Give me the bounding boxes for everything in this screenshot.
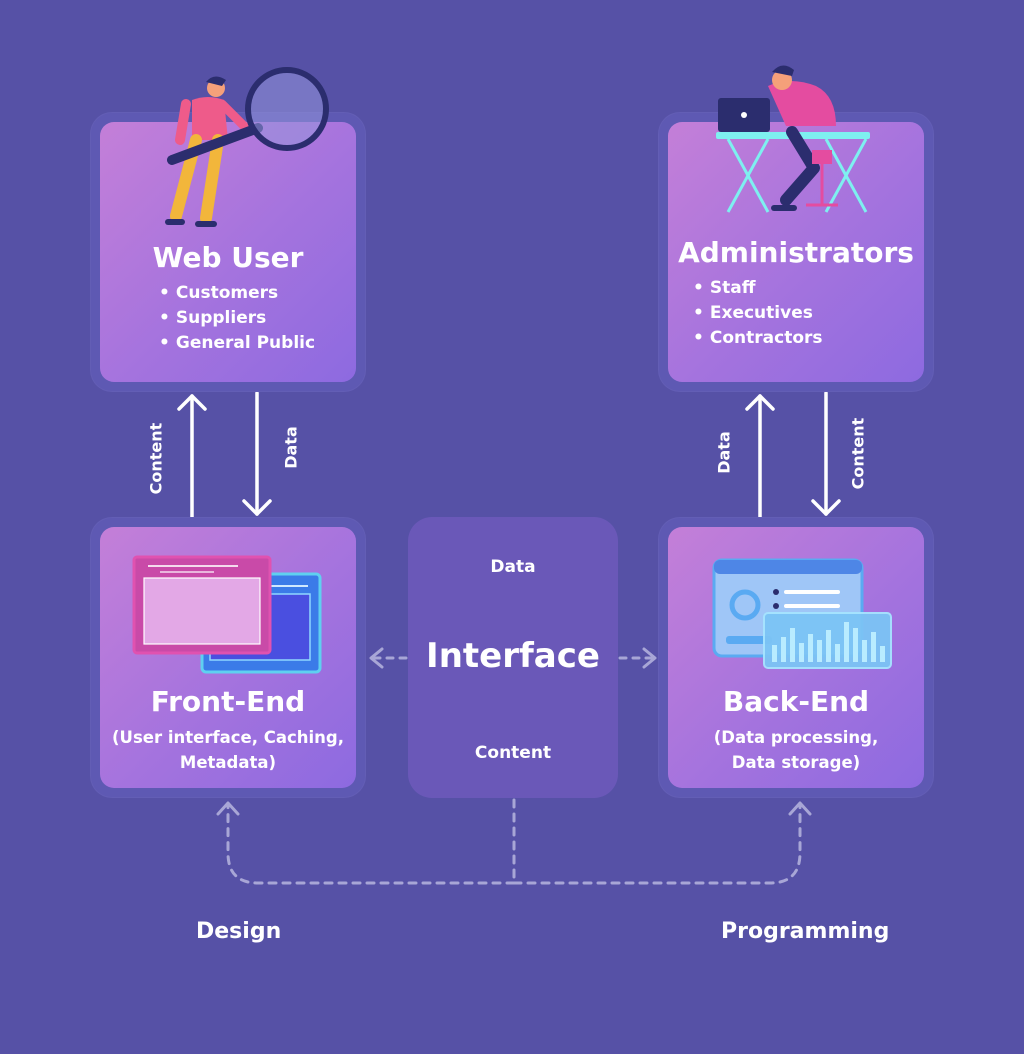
list-item: Customers [159,281,315,306]
frontend-desc-line1: (User interface, Caching, [112,728,344,747]
interface-data-label: Data [490,557,536,577]
bottom-dashed-loop [216,798,812,885]
webuser-data-arrow [242,391,272,516]
interface-title: Interface [426,636,600,676]
list-item: Executives [693,301,823,326]
admin-list: Staff Executives Contractors [693,276,823,351]
backend-title: Back-End [722,685,870,718]
programming-label: Programming [721,919,890,944]
admin-content-arrow [811,391,841,516]
interface-to-backend-dashed [618,647,657,669]
webuser-title: Web User [152,241,304,274]
dashboard-icon [712,558,892,669]
list-item: Staff [693,276,823,301]
design-label: Design [196,919,282,944]
interface-content-label: Content [474,743,552,763]
interface-to-frontend-dashed [369,647,408,669]
admin-data-arrow [745,394,775,520]
person-desk-icon [716,65,870,213]
admin-title: Administrators [678,236,914,269]
admin-data-label: Data [714,431,734,474]
interface-box [408,517,618,798]
list-item: Suppliers [159,306,315,331]
backend-desc-line2: Data storage) [731,753,861,772]
person-magnifier-icon [165,67,329,227]
backend-desc-line1: (Data processing, [713,728,879,747]
webuser-data-label: Data [281,426,301,469]
browser-windows-icon [132,555,322,674]
webuser-content-arrow [177,394,207,520]
backend-desc: (Data processing, Data storage) [668,725,924,775]
frontend-desc-line2: Metadata) [179,753,277,772]
frontend-desc: (User interface, Caching, Metadata) [100,725,356,775]
frontend-title: Front-End [150,685,306,718]
webuser-content-label: Content [146,422,166,495]
list-item: General Public [159,331,315,356]
webuser-list: Customers Suppliers General Public [159,281,315,356]
list-item: Contractors [693,326,823,351]
admin-content-label: Content [848,417,868,490]
